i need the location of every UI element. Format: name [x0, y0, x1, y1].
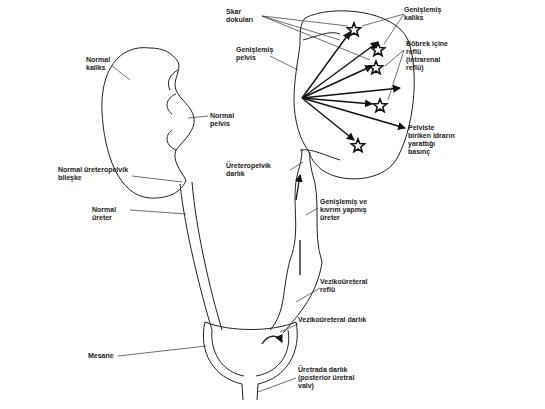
part-label: Skar dokuları	[226, 8, 264, 24]
part-label: Genişlemiş kaliks	[404, 6, 448, 22]
part-label: Normal kaliks	[86, 56, 116, 72]
part-label: Normal pelvis	[210, 112, 250, 128]
part-label: Genişlemiş pelvis	[236, 46, 276, 62]
part-label: Vezikoüreteral darlık	[298, 316, 370, 324]
part-label: Mesane	[88, 352, 128, 360]
part-label: Üretrada darlık (posterior üretral valv)	[298, 366, 362, 390]
part-label: Pelviste biriken idrarın yarattığı basın…	[408, 124, 458, 156]
part-label: Normal üreteropelvik bileşke	[58, 166, 134, 182]
part-label: Üreteropelvik darlık	[226, 162, 290, 178]
part-label: Böbrek içine reflü (intrarenal reflü)	[406, 40, 454, 72]
part-label: Vezikoüreteral reflü	[320, 278, 372, 294]
part-label: Genişlemiş ve kıvrım yapmış üreter	[320, 198, 372, 222]
part-label: Normal üreter	[92, 206, 132, 222]
